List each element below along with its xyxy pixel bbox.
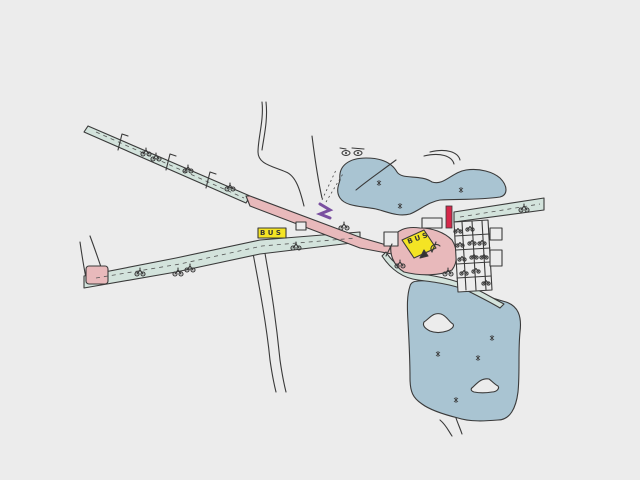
bus-stop-east: B U S	[401, 229, 437, 259]
stream-lake-inlet	[355, 159, 397, 191]
parking-bicycles	[453, 225, 491, 286]
path-south-right	[263, 247, 287, 393]
island-south-2	[470, 378, 500, 394]
road-centerline-upper	[95, 131, 245, 199]
lake-north	[337, 157, 507, 216]
building-plaza	[383, 231, 399, 247]
kiosk-north	[295, 221, 307, 231]
flag-icon	[385, 241, 437, 257]
building-east-3	[421, 217, 443, 229]
bicycle-icon	[134, 147, 530, 277]
stream-east-2	[423, 153, 455, 165]
island-south-1	[422, 313, 454, 334]
crossing-west	[85, 265, 109, 285]
lake-outlet-stream	[439, 419, 453, 437]
road-centerline-west	[95, 237, 357, 279]
stream-north	[257, 101, 305, 207]
red-marker	[445, 205, 453, 229]
sightline	[321, 169, 337, 201]
eye-icon	[339, 147, 365, 156]
sightline-2	[325, 171, 345, 203]
lake-outlet-stream-2	[455, 417, 463, 435]
streetlight-icon	[117, 133, 217, 189]
bus-stop-west-label: B U S	[260, 229, 281, 237]
lake-south	[406, 279, 522, 422]
road-main-west	[83, 231, 361, 289]
tree-icon	[419, 243, 441, 259]
purple-marker	[315, 202, 334, 220]
vegetation-icon	[376, 180, 495, 403]
building-east-1	[489, 227, 503, 241]
road-east	[453, 197, 545, 223]
road-centerline-east	[459, 203, 541, 218]
path-south-left	[251, 247, 277, 393]
stream-north-2	[261, 101, 268, 151]
bus-stop-west: B U S	[257, 227, 287, 239]
path-left-vertical-2	[79, 241, 87, 279]
path-diagonal	[311, 135, 323, 199]
stream-east	[429, 149, 461, 161]
building-east-2	[489, 249, 503, 267]
